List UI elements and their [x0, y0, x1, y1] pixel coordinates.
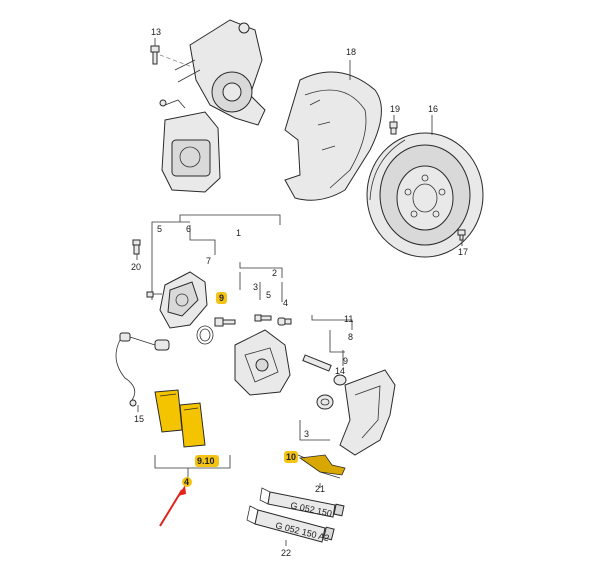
- badge-10-bg: [284, 451, 298, 463]
- label-19: 19: [390, 104, 400, 114]
- bolt-small-left: [146, 291, 162, 298]
- label-3: 3: [253, 282, 258, 292]
- label-1: 1: [236, 228, 241, 238]
- bolt-13: [150, 40, 160, 65]
- carrier-bracket-right: [339, 369, 396, 456]
- label-4: 4: [283, 298, 288, 308]
- bolt-19: [389, 121, 398, 135]
- leader-lines: [136, 38, 463, 546]
- badge-9-bg: [216, 292, 227, 304]
- badge-910-bg: [195, 455, 219, 467]
- label-14: 14: [335, 366, 345, 376]
- caliper-assembly-top: [159, 99, 221, 193]
- label-17: 17: [458, 247, 468, 257]
- seal-ring-7: [196, 325, 214, 345]
- label-11: 11: [344, 314, 353, 324]
- label-13: 13: [151, 27, 161, 37]
- brake-disc-16: [366, 132, 484, 258]
- sensor-20: [132, 239, 141, 255]
- label-5: 5: [157, 224, 162, 234]
- brake-pad-left: [154, 389, 183, 433]
- label-6: 6: [186, 224, 191, 234]
- spring-clip-10: [298, 454, 346, 479]
- label-20: 20: [131, 262, 141, 272]
- label-18: 18: [346, 47, 356, 57]
- label-3b: 3: [304, 429, 309, 439]
- caliper-carrier: [234, 329, 291, 396]
- grease-tube-22: G 052 150 A2: [246, 505, 335, 543]
- guide-pin-set: [302, 354, 347, 410]
- label-22: 22: [281, 548, 291, 558]
- label-910-highlight: 9.10: [197, 456, 215, 466]
- label-7: 7: [206, 256, 211, 266]
- label-16: 16: [428, 104, 438, 114]
- label-2: 2: [272, 268, 277, 278]
- cap-4: [277, 317, 292, 326]
- assembly-bracket-lines: [151, 214, 353, 478]
- guide-bolt-9: [214, 317, 236, 327]
- label-9-highlight: 9: [219, 293, 224, 303]
- label-8: 8: [348, 332, 353, 342]
- label-15: 15: [134, 414, 144, 424]
- wheel-hub-knuckle: [174, 19, 266, 126]
- splash-shield-18: [284, 71, 382, 201]
- bleed-screw-3: [254, 314, 272, 322]
- brake-pad-right: [179, 402, 206, 448]
- label-10-highlight: 10: [286, 452, 296, 462]
- label-21: 21: [315, 484, 325, 494]
- badge-part-bg: [182, 477, 192, 487]
- red-arrow: [159, 485, 186, 527]
- screw-17: [457, 229, 466, 241]
- label-9-right: 9: [343, 356, 348, 366]
- wear-sensor-15: [115, 332, 170, 407]
- label-pad-highlight: 4: [184, 477, 189, 487]
- label-5b: 5: [266, 290, 271, 300]
- caliper-housing-6: [159, 271, 208, 329]
